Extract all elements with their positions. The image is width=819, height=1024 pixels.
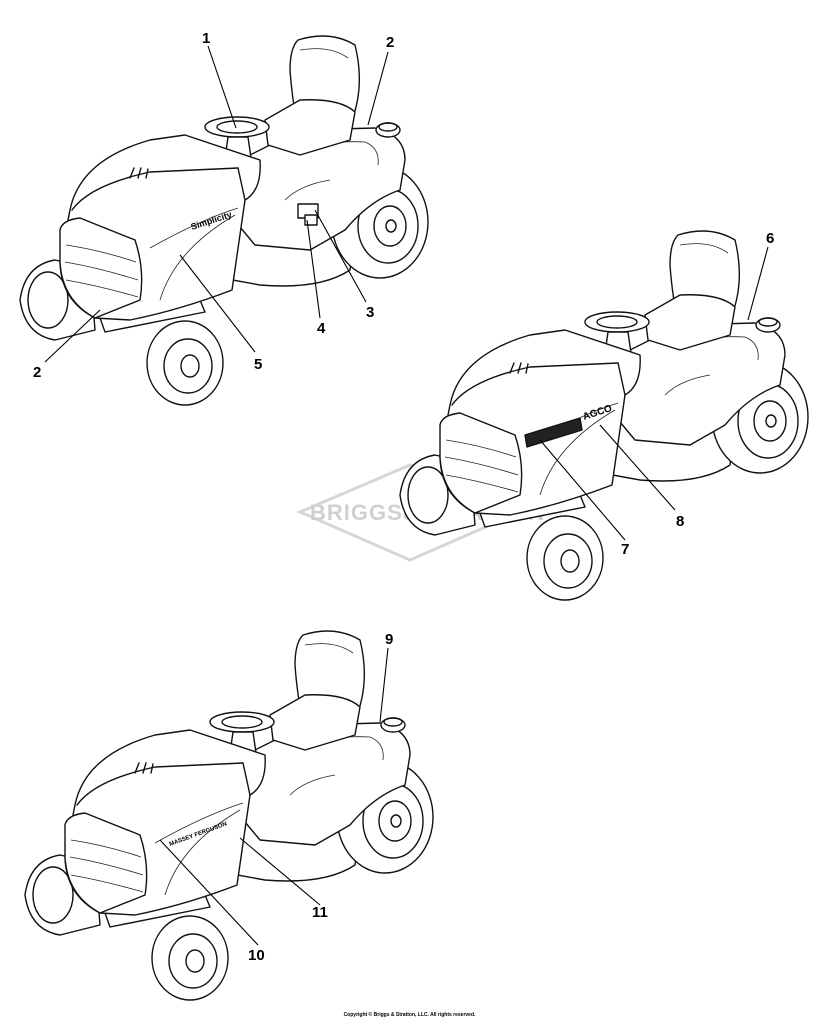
- copyright-footer: Copyright © Briggs & Stratton, LLC. All …: [343, 1012, 476, 1018]
- tractor-simplicity: Simplicity: [19, 35, 429, 406]
- callout-9: 9: [385, 631, 393, 648]
- callout-11: 11: [312, 904, 328, 921]
- callout-2-top: 2: [386, 34, 394, 51]
- callout-3: 3: [366, 304, 374, 321]
- tractor-agco: AGCO: [399, 230, 809, 601]
- callout-4: 4: [317, 320, 326, 337]
- callout-1: 1: [202, 30, 210, 47]
- tractor-massey-ferguson: MASSEY FERGUSON: [24, 630, 434, 1001]
- callouts: 1 2 2 3 4 5 6 7 8 9 11 10: [33, 30, 774, 964]
- callout-7: 7: [621, 541, 629, 558]
- callout-8: 8: [676, 513, 684, 530]
- callout-10: 10: [248, 947, 265, 964]
- leader-lines: [44, 45, 769, 946]
- callout-6: 6: [766, 230, 774, 247]
- callout-5: 5: [254, 356, 262, 373]
- callout-2-bottom: 2: [33, 364, 41, 381]
